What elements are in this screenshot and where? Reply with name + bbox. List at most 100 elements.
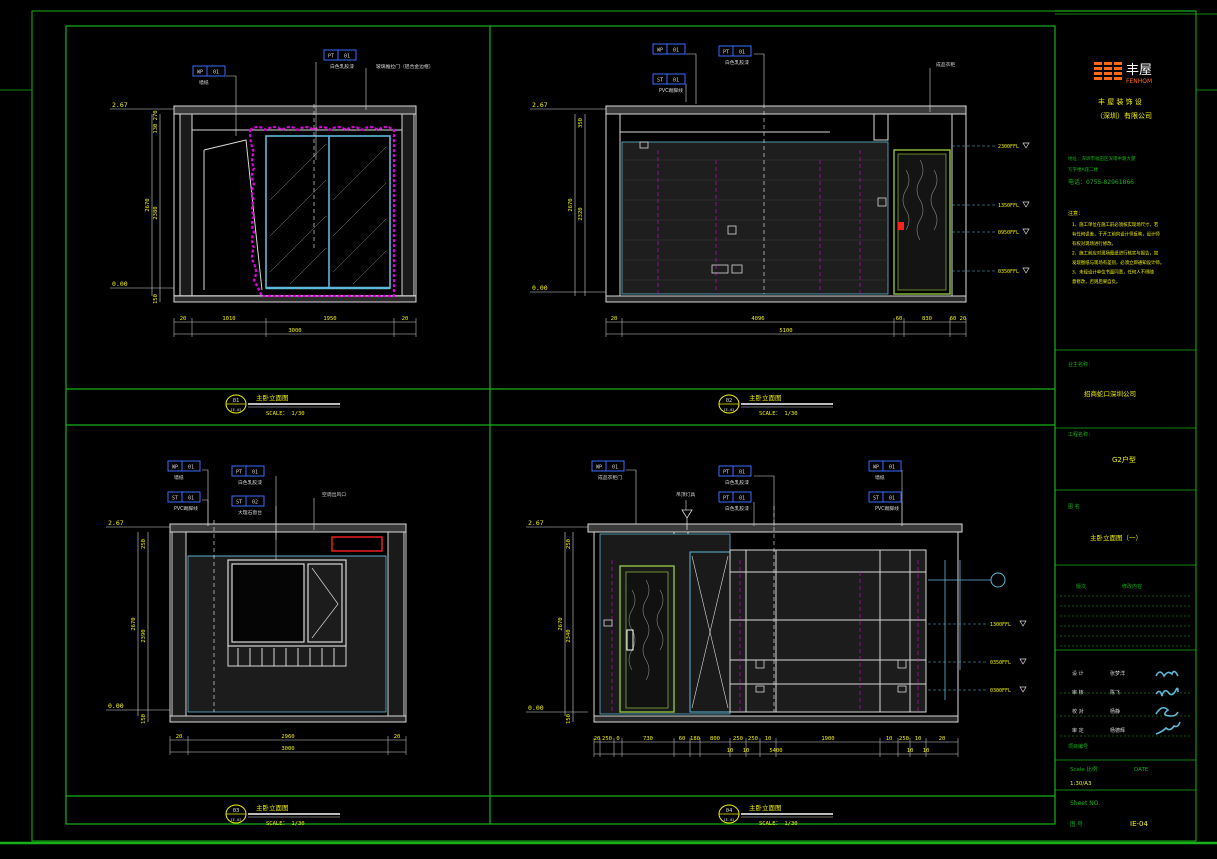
horizontal-dimension-text: 250 [899,736,909,742]
material-tag-caption: PVC踢脚线 [174,505,198,512]
total-dimension-text: 5400 [769,748,782,754]
horizontal-dimension-text: 60 [679,736,686,742]
view-scale: SCALE： 1/30 [759,821,798,827]
view-04-walls [587,523,963,723]
horizontal-dimension-text: 830 [922,316,932,322]
callout-note: 空调出风口 [322,491,346,498]
vertical-dimension-text: 150 [566,714,572,724]
material-tag-number: 01 [188,496,194,502]
material-tag-box [868,491,902,503]
material-tag-caption: 大理石窗台 [238,509,262,516]
level-marker-text: 0300FFL [990,688,1011,694]
leader-line [686,53,697,104]
drawing-number: IE-04 [1130,820,1148,828]
material-tag-box [231,495,265,507]
title-block-dividers [1055,349,1196,791]
material-tag-box [167,491,201,503]
logo-english: FENHOM [1126,78,1152,85]
rev-col-version: 版次 [1076,583,1086,590]
horizontal-dimension-text: 1950 [323,316,336,322]
material-tag-number: 01 [889,496,895,502]
view-title: 主卧立面图 [256,393,289,402]
material-tag-caption: 墙纸 [199,79,209,86]
horizontal-dimension-text: 250 [733,736,743,742]
view-02-wood-grain [902,159,938,241]
horizontal-dimension-text: 730 [643,736,653,742]
signature-rows: 设 计张梦洋审 核陈飞校 对杨静审 定杨德辉 [1072,670,1125,734]
note-line: 意修改，否则后果自负。 [1072,278,1120,285]
material-tag-code: ST [873,496,879,502]
horizontal-dimension-text: 10 [765,736,772,742]
horizontal-dimension-text: 1900 [821,736,834,742]
leader-line [202,469,209,526]
material-tag-number: 02 [252,500,258,506]
material-tag-caption: 墙纸 [875,474,885,481]
material-tag-number: 01 [673,78,679,84]
material-tag-code: PT [328,54,334,60]
material-tag-caption: 白色乳胶漆 [725,59,749,66]
horizontal-dimension-text: 180 [690,736,700,742]
vertical-dimension-text: 2340 [566,629,572,642]
view-02-sockets [639,141,887,274]
notes-title: 注意： [1068,210,1083,217]
level-mark-top: 2.67 [528,519,544,527]
view-01-curtain-outline [248,125,396,298]
rev-col-content: 修改内容 [1122,583,1142,590]
horizontal-dimension-text: 4096 [751,316,764,322]
material-tag-box [718,491,752,503]
horizontal-dimension-text: 20 [180,316,187,322]
view-02-wardrobe-door [893,149,951,295]
level-marker-text: 0950FFL [998,230,1019,236]
horizontal-dimension-text: 1010 [222,316,235,322]
vertical-dimension-text: 2670 [145,198,151,211]
view-sheet-ref: IE-02 [724,408,735,412]
material-tag-box [591,460,625,472]
level-triangle-icon [1019,658,1027,665]
notes-list: 1、施工单位在施工前必须核实现场尺寸，若有任何误差，于开工前向设计师反映，设计师… [1072,221,1164,285]
scale-label: Scale 比例 [1070,765,1098,773]
project-name: G2户型 [1112,455,1136,464]
view-04-section-symbol [928,560,1006,700]
vertical-dimension-text: 250 [566,539,572,549]
sub-dimension-text: 10 [923,748,930,754]
material-tag-number: 01 [673,48,679,54]
vertical-dimension-text: 2670 [558,617,564,630]
level-triangle-icon [1022,228,1030,235]
vertical-dimension-text: 2380 [153,206,159,219]
material-tag-code: WP [873,465,879,471]
material-tag-box [167,460,201,472]
level-mark-top: 2.67 [108,519,124,527]
title-block: 丰屋 FENHOM 丰 屋 装 饰 设 （深圳）有限公司 地址：深圳市福田区深南… [1055,62,1196,828]
material-tag-caption: 白色乳胶漆 [725,505,749,512]
horizontal-dimension-text: 20 [611,316,618,322]
vertical-dimension-text: 350 [578,118,584,128]
material-tag-number: 01 [739,470,745,476]
material-tag-code: WP [172,465,178,471]
view-03-walls [169,523,407,723]
view-03-railing [227,645,347,667]
total-dimension-text: 3000 [281,746,294,752]
scale-value: 1:30/A3 [1070,781,1092,787]
material-tag-code: WP [596,465,602,471]
view-04-grid-wall [729,549,927,713]
date-label: DATE [1134,767,1149,773]
vertical-dimension-text: 2320 [578,207,584,220]
level-marker-text: 1350FFL [998,203,1019,209]
level-triangle-icon [1022,201,1030,208]
drawing-number-label: 图 号 [1070,820,1083,828]
material-tag-code: WP [197,70,203,76]
note-line: 发现图纸与现场有差别，必须立即通知设计师。 [1072,259,1164,266]
signatures [1155,670,1181,735]
